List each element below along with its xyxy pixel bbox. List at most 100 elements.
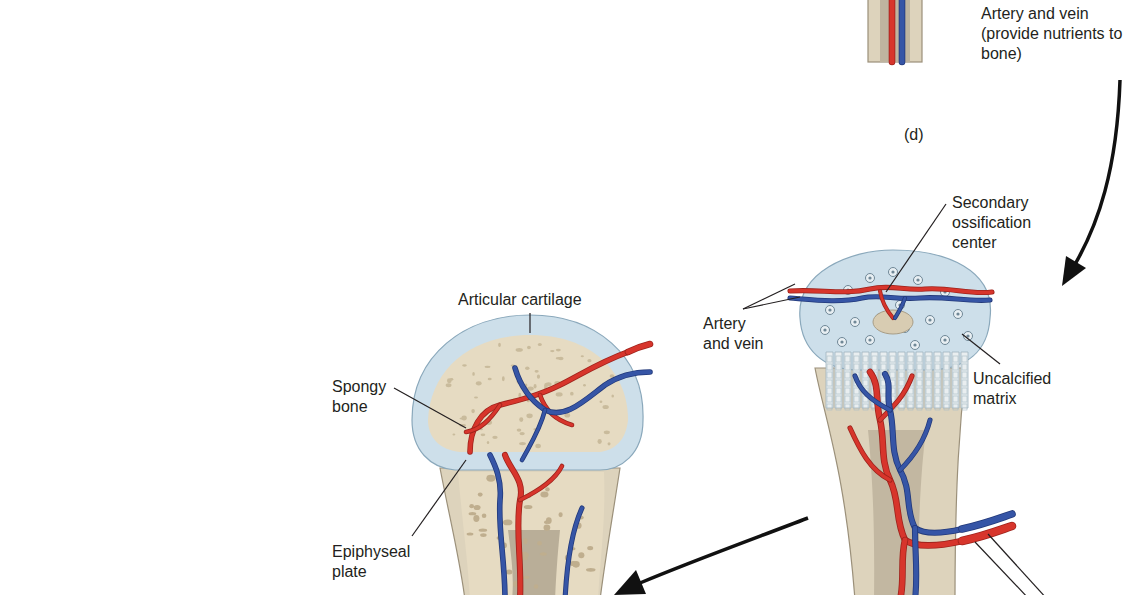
vessel-outline: [889, 0, 896, 62]
chondrocyte: [962, 372, 967, 378]
arrow-head: [614, 570, 646, 595]
chondrocyte: [944, 364, 949, 370]
chondrocyte: [821, 326, 830, 335]
blood-vessel: [890, 0, 895, 62]
leader-line: [886, 204, 946, 292]
trabecular-space: [587, 359, 591, 362]
blood-vessel: [520, 466, 562, 500]
vessel-outline: [466, 405, 500, 432]
trabecular-space: [503, 520, 512, 526]
chondrocyte: [962, 396, 967, 402]
chondrocyte: [826, 306, 835, 315]
trabecular-space: [447, 378, 452, 383]
trabecular-space: [527, 346, 531, 349]
cartilage-column: [916, 352, 923, 408]
chondrocyte: [854, 396, 859, 402]
chondrocyte: [854, 404, 859, 410]
trabecular-space: [540, 492, 548, 498]
cell-nucleus: [868, 338, 871, 341]
part-label: Artery and vein: [703, 314, 773, 354]
cartilage-column: [844, 352, 851, 408]
chondrocyte: [935, 356, 940, 362]
chondrocyte: [845, 396, 850, 402]
vessel-outline: [885, 374, 962, 533]
chondrocyte: [827, 356, 832, 362]
trabecular-space: [523, 538, 527, 544]
chondrocyte: [899, 372, 904, 378]
trabecular-space: [487, 441, 489, 444]
trabecular-space: [611, 394, 614, 397]
chondrocyte: [926, 396, 931, 402]
chondrocyte: [836, 356, 841, 362]
chondrocyte: [854, 388, 859, 394]
cell-nucleus: [928, 318, 931, 321]
trabecular-space: [519, 432, 524, 435]
cartilage-column: [943, 352, 950, 408]
trabecular-space: [534, 384, 537, 389]
chondrocyte: [889, 268, 898, 277]
chondrocyte: [838, 338, 847, 347]
trabecular-space: [525, 367, 529, 371]
vessel-outline: [899, 0, 906, 62]
trabecular-space: [550, 350, 554, 352]
chondrocyte: [845, 356, 850, 362]
trabecular-space: [556, 349, 561, 352]
chondrocyte: [944, 396, 949, 402]
trabecular-space: [480, 533, 487, 537]
part-label: Artery and vein (provide nutrients to bo…: [981, 4, 1129, 64]
chondrocyte: [962, 388, 967, 394]
vessel-outline: [895, 298, 905, 318]
blood-vessel: [466, 405, 500, 432]
trabecular-space: [600, 400, 603, 402]
bone-wall: [868, 0, 922, 62]
trabecular-space: [540, 552, 547, 555]
leader-line: [394, 388, 466, 428]
chondrocyte: [908, 356, 913, 362]
trabecular-space: [587, 546, 593, 550]
vessel-outline: [962, 514, 1012, 529]
chondrocyte: [836, 364, 841, 370]
chondrocyte: [863, 356, 868, 362]
chondrocyte: [926, 388, 931, 394]
cell-nucleus: [823, 328, 826, 331]
chondrocyte: [851, 318, 860, 327]
trabecular-space: [572, 561, 579, 568]
trabecular-space: [469, 512, 477, 515]
blood-vessel: [870, 372, 962, 545]
chondrocyte: [953, 364, 958, 370]
blood-vessel: [900, 540, 905, 595]
chondrocyte: [863, 380, 868, 386]
trabecular-space: [608, 442, 611, 445]
blood-vessel: [855, 376, 890, 410]
chondrocyte: [881, 388, 886, 394]
trabecular-space: [535, 370, 539, 373]
trabecular-space: [526, 413, 532, 418]
step-arrow: [640, 518, 808, 583]
step-arrow: [1074, 80, 1120, 266]
vessel-outline: [505, 455, 521, 595]
chondrocyte: [836, 388, 841, 394]
chondrocyte: [908, 364, 913, 370]
chondrocyte: [962, 356, 967, 362]
blood-vessel: [962, 514, 1012, 529]
chondrocyte: [881, 364, 886, 370]
chondrocyte: [953, 372, 958, 378]
marrow-cavity: [880, 0, 910, 62]
trabecular-space: [488, 378, 492, 380]
vessel-outline: [915, 528, 916, 595]
blood-vessel: [880, 376, 912, 420]
chondrocyte: [854, 364, 859, 370]
blood-vessel: [565, 508, 582, 595]
vessel-outline: [855, 376, 890, 410]
chondrocyte: [827, 404, 832, 410]
vessel-outline: [565, 508, 582, 595]
cell-nucleus: [943, 338, 946, 341]
leader-line: [743, 297, 800, 309]
trabecular-space: [578, 552, 584, 558]
trabecular-space: [524, 505, 533, 509]
chondrocyte: [899, 356, 904, 362]
chondrocyte: [854, 356, 859, 362]
part-label: Articular cartilage: [458, 290, 628, 310]
chondrocyte: [944, 404, 949, 410]
